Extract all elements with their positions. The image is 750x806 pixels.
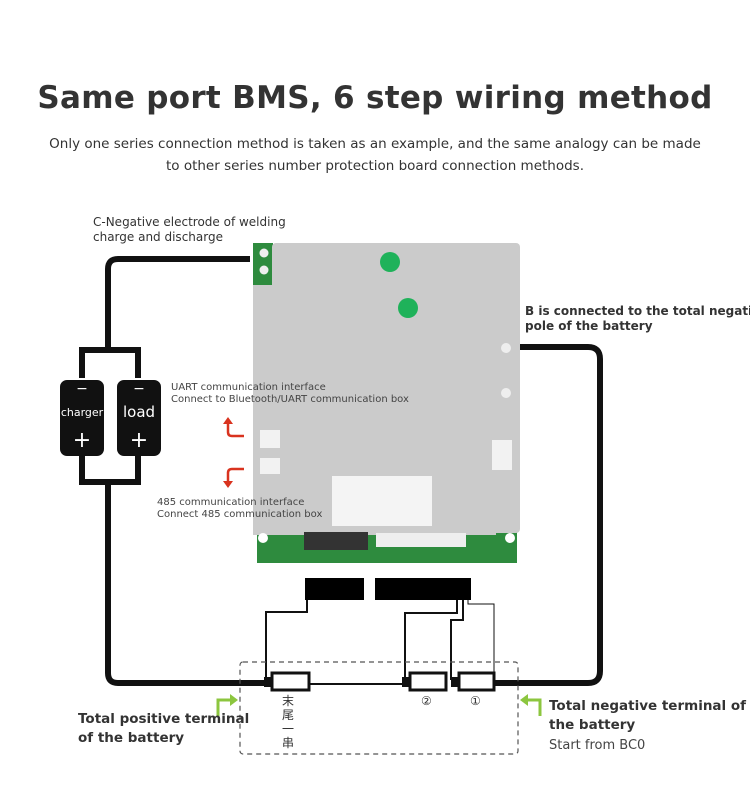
wire-negative-c [105,256,250,350]
subtitle-line-2: to other series number protection board … [165,158,584,174]
total-positive-label-1: Total positive terminal [78,711,250,727]
green-arrow-left [216,698,232,716]
cell-last-label: 末尾一串 [281,694,294,750]
subtitle-line-1: Only one series connection method is tak… [49,136,701,152]
rs485-label-1: 485 communication interface [157,497,305,508]
connector-left [305,578,364,600]
load-box [117,380,161,456]
c-negative-label-1: C-Negative electrode of welding [93,215,286,229]
battery-pack-outline [239,661,519,755]
page-title: Same port BMS, 6 step wiring method [37,80,713,116]
wire-positive [105,482,270,686]
wire-negative-b [495,344,603,686]
load-minus: − [133,381,145,397]
load-label: load [122,403,156,421]
total-negative-label-2: the battery [549,717,636,733]
uart-label-1: UART communication interface [171,382,326,393]
rs485-arrow [226,467,244,483]
green-arrow-right [526,698,542,716]
charger-plus: + [72,428,92,453]
total-negative-label-1: Total negative terminal of [549,698,747,714]
bms-board [253,243,520,563]
wire-split [79,347,141,378]
cell-2-label: ② [421,694,432,708]
charger-box [60,380,104,456]
rs485-label-2: Connect 485 communication box [157,509,323,520]
connector-right [375,578,471,600]
cell-1-label: ① [470,694,481,708]
charger-label: charger [60,406,104,419]
cells [270,671,496,692]
start-from-label: Start from BC0 [549,738,646,753]
c-negative-label-2: charge and discharge [93,230,223,244]
total-positive-label-2: of the battery [78,730,185,746]
load-plus: + [129,428,149,453]
uart-label-2: Connect to Bluetooth/UART communication … [171,394,409,405]
uart-arrow [226,422,244,438]
b-negative-label-2: pole of the battery [525,319,653,333]
b-negative-label-1: B is connected to the total negative [525,304,750,318]
charger-minus: − [76,381,88,397]
